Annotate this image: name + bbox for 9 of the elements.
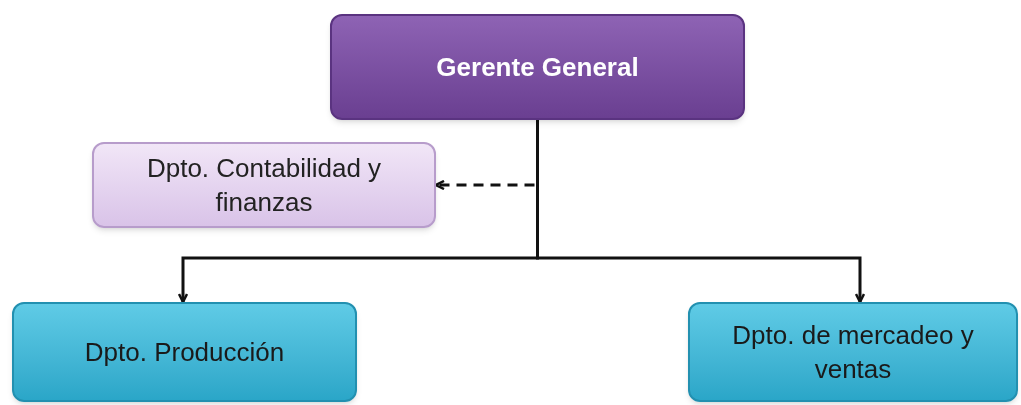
department-box bbox=[688, 302, 1018, 402]
box-label: Dpto. Contabilidad y finanzas bbox=[145, 152, 383, 219]
department-box bbox=[330, 14, 745, 120]
box-label: Dpto. Producción bbox=[84, 336, 285, 369]
department-box bbox=[12, 302, 357, 402]
arrow bbox=[536, 120, 866, 304]
department-box bbox=[92, 142, 436, 228]
box-label: Dpto. de mercadeo y ventas bbox=[731, 319, 975, 386]
box-label: Gerente General bbox=[436, 51, 639, 84]
